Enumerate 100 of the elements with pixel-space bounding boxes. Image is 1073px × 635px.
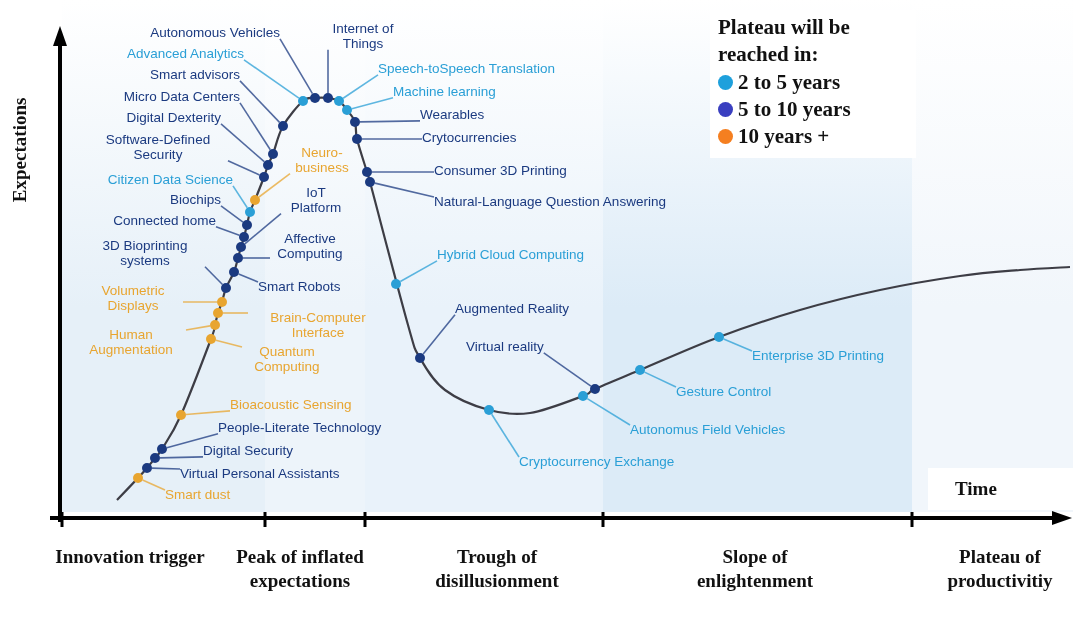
leader-line — [643, 371, 677, 388]
leader-line — [220, 123, 266, 163]
technology-dot — [150, 453, 160, 463]
technology-label: Advanced Analytics — [126, 47, 244, 62]
technology-dot — [635, 365, 645, 375]
technology-dot — [590, 384, 600, 394]
technology-dot — [250, 195, 260, 205]
technology-label: Citizen Data Science — [107, 173, 233, 188]
legend-text: 2 to 5 years — [738, 68, 841, 96]
leader-line — [327, 48, 329, 94]
technology-label: Hybrid Cloud Computing — [437, 248, 585, 263]
phase-label: Innovation trigger — [55, 545, 205, 569]
technology-label: Affective Computing — [270, 232, 350, 262]
technology-label: Virtual reality — [466, 340, 544, 355]
technology-label: Digital Security — [203, 444, 294, 459]
technology-label: Smart Robots — [258, 280, 341, 295]
legend-text: 10 years + — [738, 123, 830, 151]
technology-dot — [415, 353, 425, 363]
leader-line — [159, 456, 204, 459]
technology-dot — [578, 391, 588, 401]
leader-line — [258, 172, 291, 198]
technology-dot — [221, 283, 231, 293]
leader-line — [141, 479, 166, 491]
leader-line — [182, 301, 218, 303]
technology-label: Virtual Personal Assistants — [180, 467, 340, 482]
phase-label: Trough of disillusionment — [434, 545, 560, 593]
leader-line — [342, 74, 379, 99]
technology-dot — [714, 332, 724, 342]
leader-line — [215, 339, 243, 348]
technology-dot — [142, 463, 152, 473]
technology-label: Bioacoustic Sensing — [230, 398, 352, 413]
legend-title: Plateau will be reached in: — [718, 14, 851, 69]
technology-dot — [239, 232, 249, 242]
technology-label: Neuro-business — [290, 146, 354, 176]
technology-label: Crytocurrencies — [422, 131, 517, 146]
legend-text: 5 to 10 years — [738, 95, 851, 123]
technology-label: Biochips — [169, 193, 221, 208]
technology-dot — [210, 320, 220, 330]
technology-dot — [176, 410, 186, 420]
technology-label: Brain-Computer Interface — [248, 311, 388, 341]
phase-label: Plateau of productivitiy — [947, 545, 1053, 593]
leader-line — [232, 185, 249, 209]
technology-label: Wearables — [420, 108, 485, 123]
leader-line — [239, 102, 272, 151]
technology-label: Gesture Control — [676, 385, 772, 400]
technology-label: Volumetric Displays — [83, 284, 183, 314]
leader-line — [239, 80, 281, 124]
technology-dot — [213, 308, 223, 318]
leader-line — [422, 314, 456, 355]
technology-dot — [217, 297, 227, 307]
technology-dot — [391, 279, 401, 289]
leader-line — [215, 226, 241, 237]
technology-dot — [365, 177, 375, 187]
technology-label: Connected home — [113, 214, 216, 229]
technology-dot — [236, 242, 246, 252]
technology-label: Enterprise 3D Printing — [752, 349, 885, 364]
technology-label: Digital Dexterity — [126, 111, 221, 126]
technology-label: Micro Data Centers — [123, 90, 240, 105]
technology-dot — [242, 220, 252, 230]
technology-dot — [352, 134, 362, 144]
technology-label: Autonomus Field Vehicles — [630, 423, 786, 438]
technology-dot — [310, 93, 320, 103]
technology-dot — [206, 334, 216, 344]
technology-label: Machine learning — [393, 85, 496, 100]
axis-title: Time — [955, 477, 997, 501]
leader-line — [227, 159, 261, 176]
leader-line — [361, 138, 423, 140]
phase-label: Slope of enlightenment — [695, 545, 815, 593]
technology-label: Consumer 3D Printing — [434, 164, 567, 179]
technology-label: Autonomous Vehicles — [150, 26, 280, 41]
technology-dot — [484, 405, 494, 415]
leader-line — [359, 120, 421, 123]
leader-line — [222, 312, 249, 314]
technology-dot — [157, 444, 167, 454]
technology-label: IoT Platform — [281, 186, 351, 216]
leader-line — [166, 433, 219, 449]
technology-dot — [259, 172, 269, 182]
technology-dot — [342, 105, 352, 115]
technology-dot — [278, 121, 288, 131]
leader-line — [351, 97, 394, 110]
technology-label: Augmented Reality — [455, 302, 570, 317]
leader-line — [185, 325, 211, 331]
technology-label: Smart advisors — [149, 68, 240, 83]
technology-dot — [133, 473, 143, 483]
leader-line — [722, 338, 753, 352]
leader-line — [185, 410, 231, 416]
leader-line — [279, 38, 314, 95]
technology-dot — [362, 167, 372, 177]
technology-dot — [350, 117, 360, 127]
leader-line — [204, 265, 224, 286]
technology-label: Natural-Language Question Answering — [434, 195, 666, 210]
leader-line — [399, 260, 438, 283]
leader-line — [237, 273, 259, 283]
phase-label: Peak of inflated expectations — [235, 545, 365, 593]
leader-line — [243, 59, 300, 99]
technology-label: Smart dust — [165, 488, 231, 503]
leader-line — [242, 257, 271, 259]
technology-dot — [323, 93, 333, 103]
leader-line — [371, 171, 435, 173]
technology-label: Software-Defined Security — [88, 133, 228, 163]
